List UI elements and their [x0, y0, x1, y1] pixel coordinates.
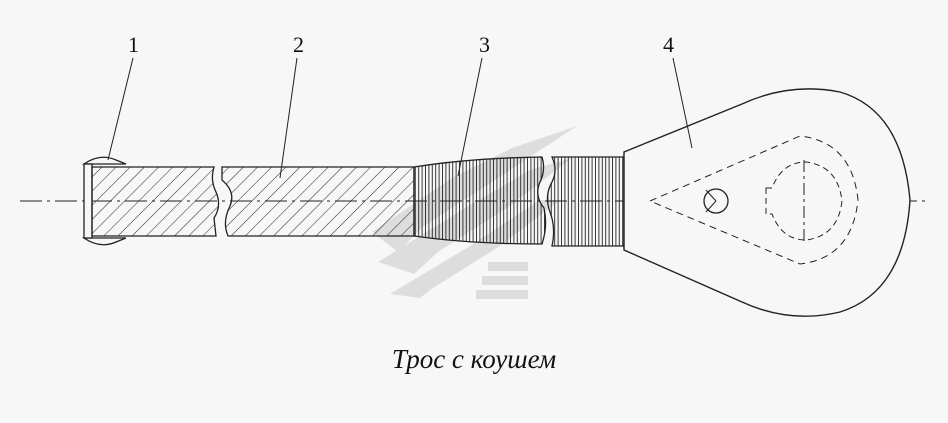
callout-4: 4: [663, 32, 674, 57]
figure-caption: Трос с коушем: [391, 344, 557, 374]
sleeve-part-3: [413, 154, 651, 249]
thimble-part-4: [623, 88, 911, 317]
leader-lines: [107, 57, 693, 179]
cable-body-part-2: [91, 166, 415, 237]
callout-3: 3: [479, 32, 490, 57]
callout-1: 1: [128, 32, 139, 57]
callout-2: 2: [293, 32, 304, 57]
